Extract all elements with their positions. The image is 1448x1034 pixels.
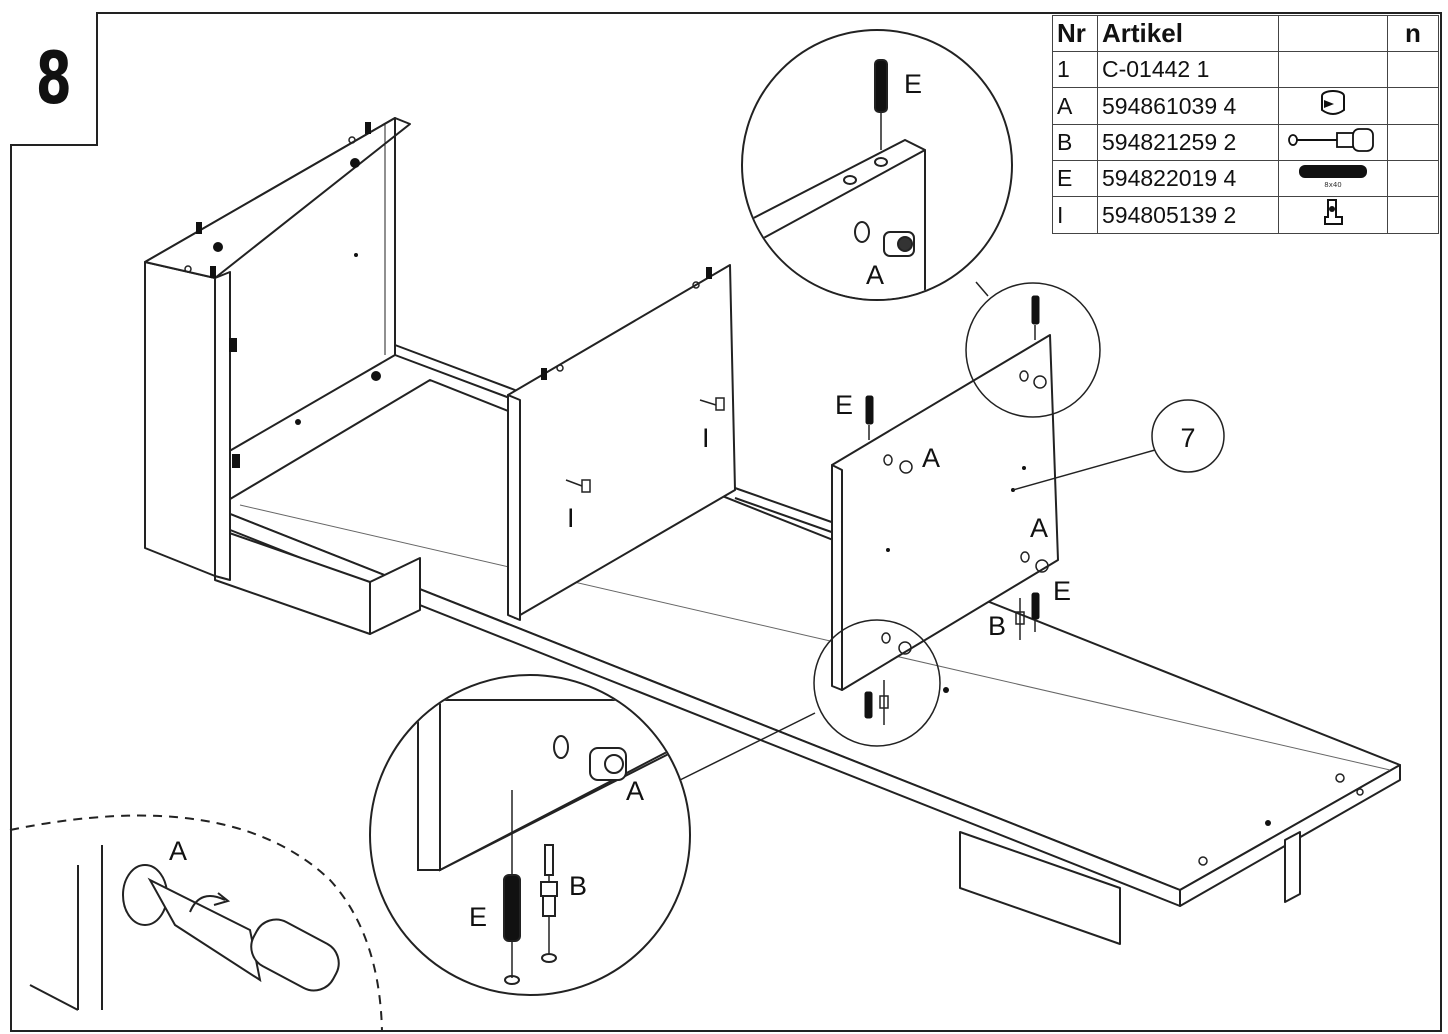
table-row: I 594805139 2 <box>1052 196 1439 234</box>
row-artikel: 594805139 2 <box>1097 196 1279 234</box>
parts-table: Nr Artikel n 1 C-01442 1 A 594861039 4 B… <box>1052 15 1439 234</box>
label-b-panel-bottom: B <box>988 611 1006 641</box>
header-icon <box>1278 15 1388 52</box>
row-nr: A <box>1052 87 1098 125</box>
svg-text:8x40: 8x40 <box>1324 181 1342 189</box>
label-a-hint: A <box>169 836 187 866</box>
row-nr: 1 <box>1052 51 1098 88</box>
panel-number-label: 7 <box>1180 423 1195 453</box>
label-b-detail-bottom: B <box>569 871 587 901</box>
detail-ring-top <box>965 282 1101 418</box>
label-i-lower: I <box>567 503 575 533</box>
row-nr: E <box>1052 160 1098 197</box>
parts-table-header: Nr Artikel n <box>1052 15 1439 52</box>
row-artikel: C-01442 1 <box>1097 51 1279 88</box>
plinth-right <box>959 831 1121 945</box>
cam-lock-hint <box>9 814 383 1033</box>
base-panel-side <box>1179 764 1401 907</box>
step-number: 8 <box>35 36 72 120</box>
row-nr: B <box>1052 124 1098 161</box>
header-n: n <box>1387 15 1439 52</box>
panel-number-callout <box>1151 399 1225 473</box>
label-e-panel-bottom: E <box>1053 576 1071 606</box>
row-artikel: 594821259 2 <box>1097 124 1279 161</box>
label-a-detail-top: A <box>866 260 884 290</box>
label-a-panel-top: A <box>922 443 940 473</box>
label-e-detail-bottom: E <box>469 902 487 932</box>
fittings <box>196 122 1271 826</box>
header-artikel: Artikel <box>1097 15 1279 52</box>
wooden-dowel-icon: 8x40 <box>1299 164 1367 189</box>
row-nr: I <box>1052 196 1098 234</box>
label-e-detail-top: E <box>904 69 922 99</box>
label-e-panel-top: E <box>835 390 853 420</box>
detail-bottom <box>369 674 691 996</box>
table-row: E 594822019 4 8x40 <box>1052 160 1439 197</box>
header-nr: Nr <box>1052 15 1098 52</box>
row-artikel: 594861039 4 <box>1097 87 1279 125</box>
label-a-detail-bottom: A <box>626 776 644 806</box>
shelf-support-icon <box>1324 199 1343 225</box>
cam-lock-icon <box>1321 90 1345 115</box>
step-box: 8 <box>10 12 98 146</box>
table-row: A 594861039 4 <box>1052 87 1439 125</box>
table-row: 1 C-01442 1 <box>1052 51 1439 88</box>
row-artikel: 594822019 4 <box>1097 160 1279 197</box>
detail-ring-bottom <box>813 619 941 747</box>
label-i-upper: I <box>702 423 710 453</box>
cam-bolt-icon <box>1288 127 1374 152</box>
label-a-panel-bottom: A <box>1030 513 1048 543</box>
page-frame <box>10 12 1442 1032</box>
table-row: B 594821259 2 <box>1052 124 1439 161</box>
